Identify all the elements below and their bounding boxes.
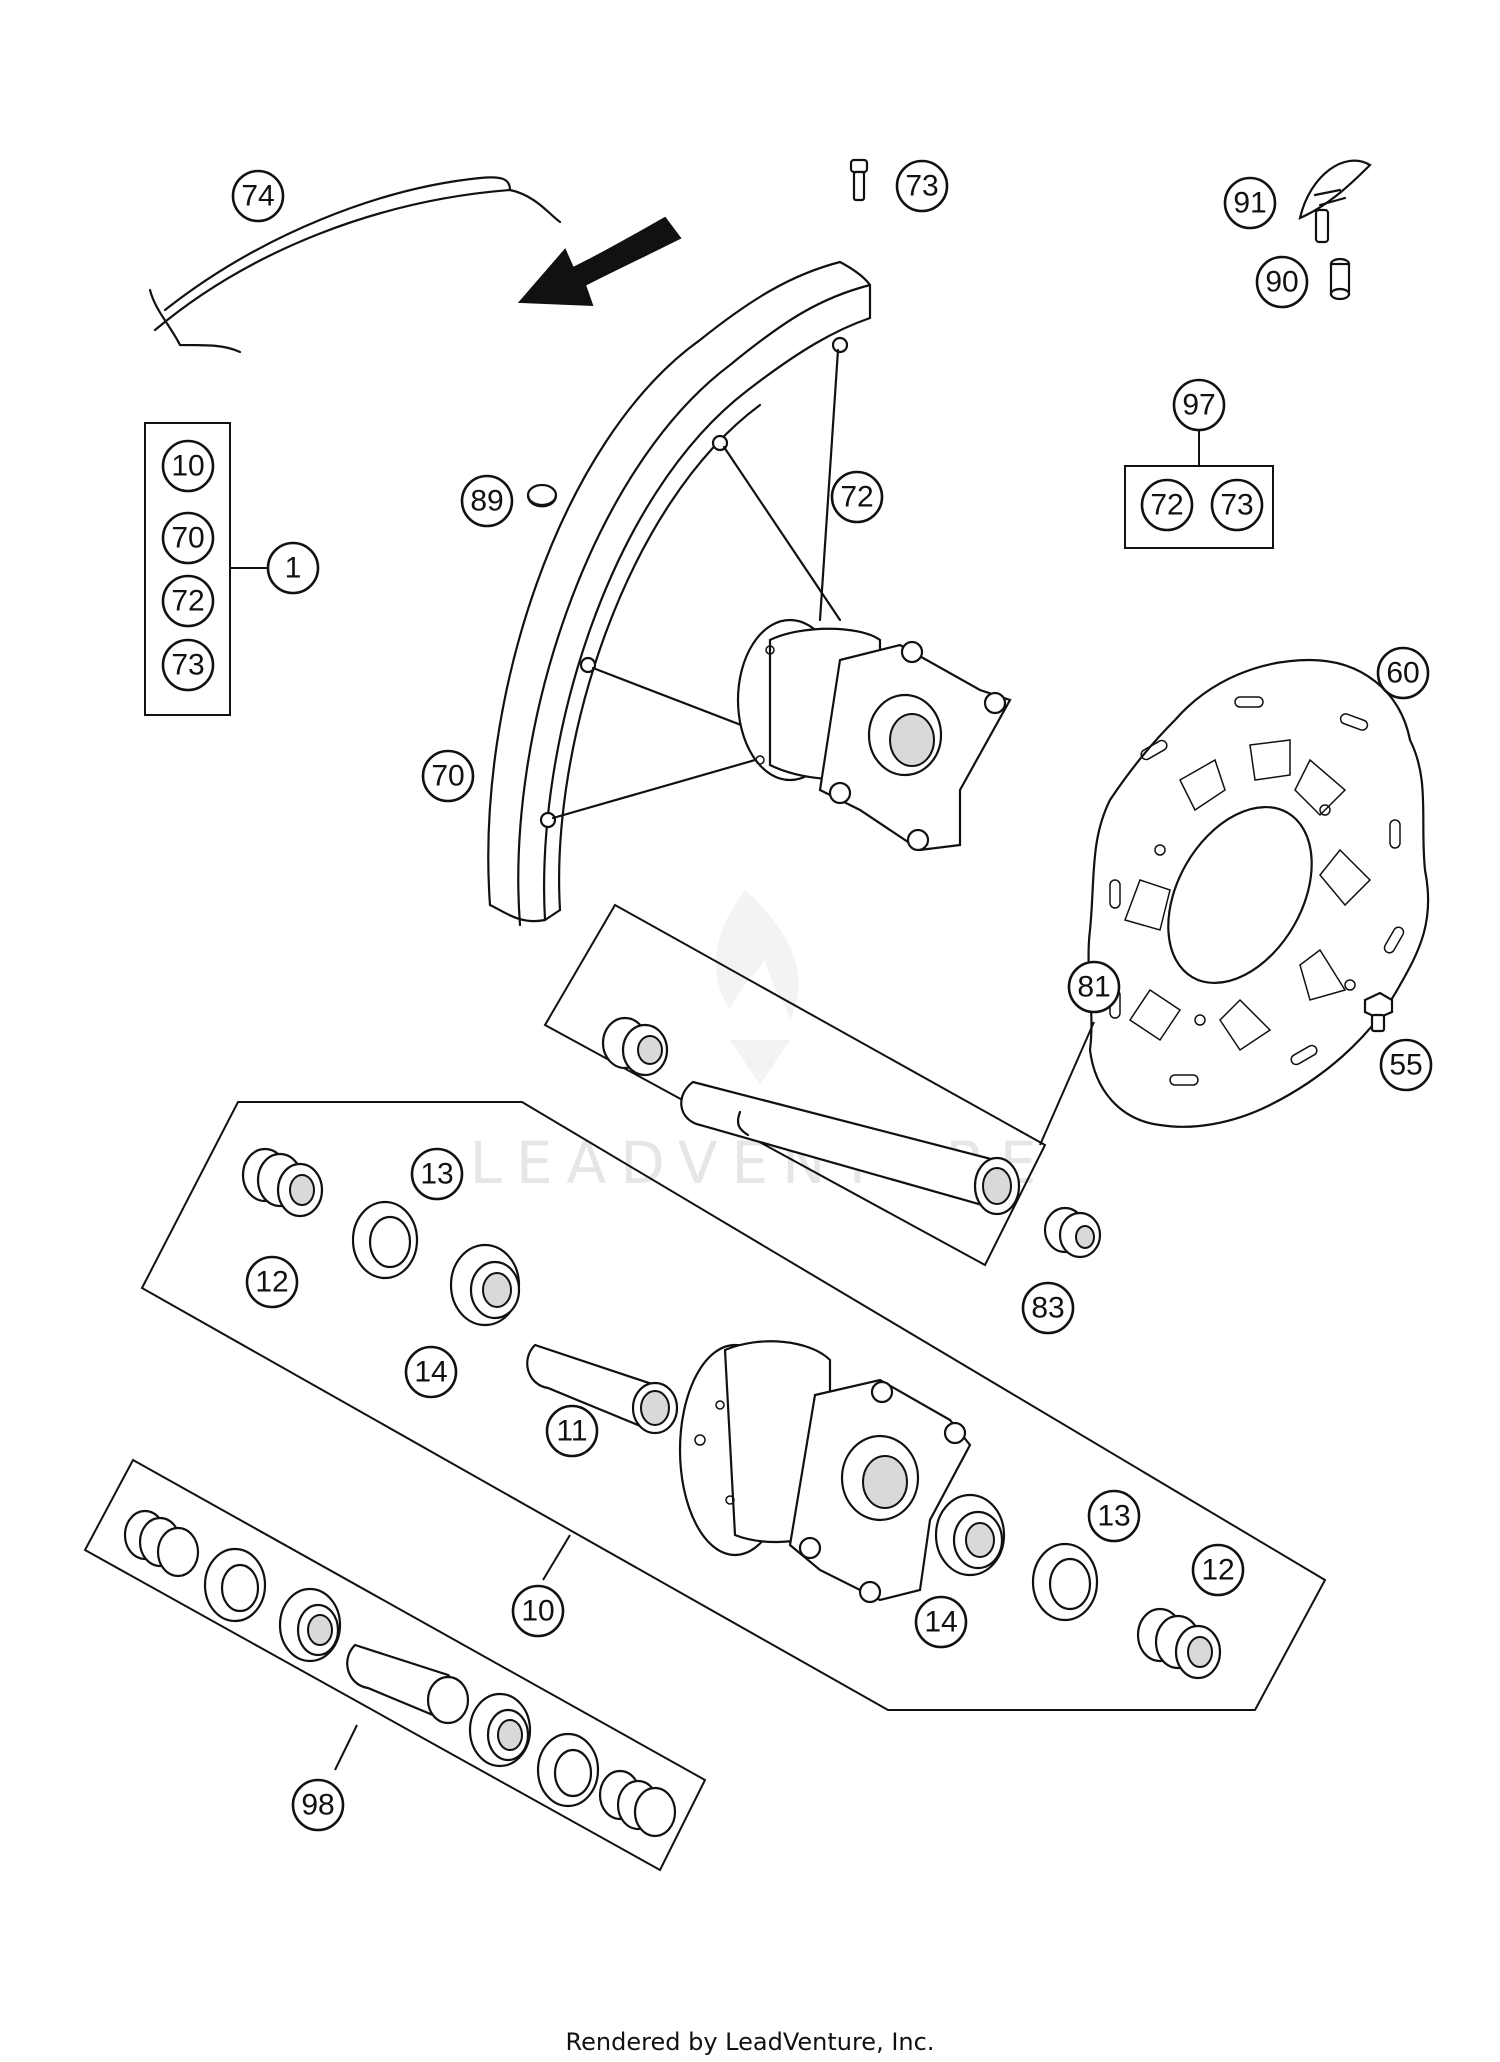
svg-text:73: 73 xyxy=(171,649,204,682)
leader-lines xyxy=(230,428,1200,1771)
svg-text:14: 14 xyxy=(414,1356,447,1389)
bearing-kit xyxy=(83,1458,707,1872)
axle-nut-part xyxy=(1043,1206,1102,1259)
svg-text:13: 13 xyxy=(1097,1500,1130,1533)
callout-72-kit[interactable]: 72 xyxy=(1140,478,1194,532)
svg-text:11: 11 xyxy=(556,1415,587,1448)
front-rim xyxy=(487,260,872,927)
callout-98[interactable]: 98 xyxy=(291,1778,345,1832)
callout-12-left[interactable]: 12 xyxy=(245,1255,299,1309)
svg-text:60: 60 xyxy=(1386,657,1419,690)
callout-12-right[interactable]: 12 xyxy=(1191,1543,1245,1597)
spoke-nipple-part xyxy=(849,158,869,202)
callout-14-left[interactable]: 14 xyxy=(404,1345,458,1399)
valve-part xyxy=(1298,159,1372,244)
svg-text:12: 12 xyxy=(1201,1554,1234,1587)
footer-credit: Rendered by LeadVenture, Inc. xyxy=(565,2028,935,2056)
callout-70-group[interactable]: 70 xyxy=(161,511,215,565)
brake-disc xyxy=(1087,658,1430,1128)
rim-strip xyxy=(148,176,562,354)
svg-text:10: 10 xyxy=(521,1595,554,1628)
callout-74[interactable]: 74 xyxy=(231,169,285,223)
callout-13-left[interactable]: 13 xyxy=(410,1147,464,1201)
svg-text:55: 55 xyxy=(1389,1049,1422,1082)
svg-text:14: 14 xyxy=(924,1606,957,1639)
svg-text:72: 72 xyxy=(1150,489,1183,522)
svg-text:73: 73 xyxy=(905,170,938,203)
rotation-arrow-icon xyxy=(517,216,682,307)
callout-72-group[interactable]: 72 xyxy=(161,574,215,628)
svg-text:13: 13 xyxy=(420,1158,453,1191)
svg-text:73: 73 xyxy=(1220,489,1253,522)
callout-72-spoke[interactable]: 72 xyxy=(830,470,884,524)
svg-text:89: 89 xyxy=(470,485,503,518)
svg-text:91: 91 xyxy=(1233,187,1266,220)
callout-97[interactable]: 97 xyxy=(1172,378,1226,432)
callout-91[interactable]: 91 xyxy=(1223,176,1277,230)
callout-55[interactable]: 55 xyxy=(1379,1038,1433,1092)
callout-83[interactable]: 83 xyxy=(1021,1281,1075,1335)
callout-10-hub[interactable]: 10 xyxy=(511,1584,565,1638)
callout-1[interactable]: 1 xyxy=(266,541,320,595)
disc-bolt-part xyxy=(1363,991,1394,1033)
rim-plug-part xyxy=(526,483,558,508)
svg-text:90: 90 xyxy=(1265,266,1298,299)
callout-90[interactable]: 90 xyxy=(1255,255,1309,309)
wheel-hub xyxy=(736,618,1012,852)
valve-nut-part xyxy=(1329,257,1351,301)
svg-text:70: 70 xyxy=(431,760,464,793)
callout-13-right[interactable]: 13 xyxy=(1087,1489,1141,1543)
callout-10-group[interactable]: 10 xyxy=(161,439,215,493)
hub-kit xyxy=(140,1101,1327,1711)
callout-73-nipple[interactable]: 73 xyxy=(895,159,949,213)
svg-text:12: 12 xyxy=(255,1266,288,1299)
svg-text:98: 98 xyxy=(301,1789,334,1822)
axle-kit xyxy=(543,903,1047,1267)
svg-text:83: 83 xyxy=(1031,1292,1064,1325)
svg-text:70: 70 xyxy=(171,522,204,555)
svg-text:97: 97 xyxy=(1182,389,1215,422)
watermark-flame-logo xyxy=(715,890,799,1085)
svg-text:81: 81 xyxy=(1077,971,1110,1004)
callout-14-right[interactable]: 14 xyxy=(914,1595,968,1649)
svg-text:1: 1 xyxy=(285,552,302,585)
callout-89[interactable]: 89 xyxy=(460,474,514,528)
callout-60[interactable]: 60 xyxy=(1376,646,1430,700)
callout-11[interactable]: 11 xyxy=(545,1404,599,1458)
callout-81[interactable]: 81 xyxy=(1067,960,1121,1014)
svg-text:10: 10 xyxy=(171,450,204,483)
svg-text:72: 72 xyxy=(840,481,873,514)
callout-73-group[interactable]: 73 xyxy=(161,638,215,692)
callout-73-kit[interactable]: 73 xyxy=(1210,478,1264,532)
svg-text:72: 72 xyxy=(171,585,204,618)
svg-text:74: 74 xyxy=(241,180,274,213)
callout-70-rim[interactable]: 70 xyxy=(421,749,475,803)
